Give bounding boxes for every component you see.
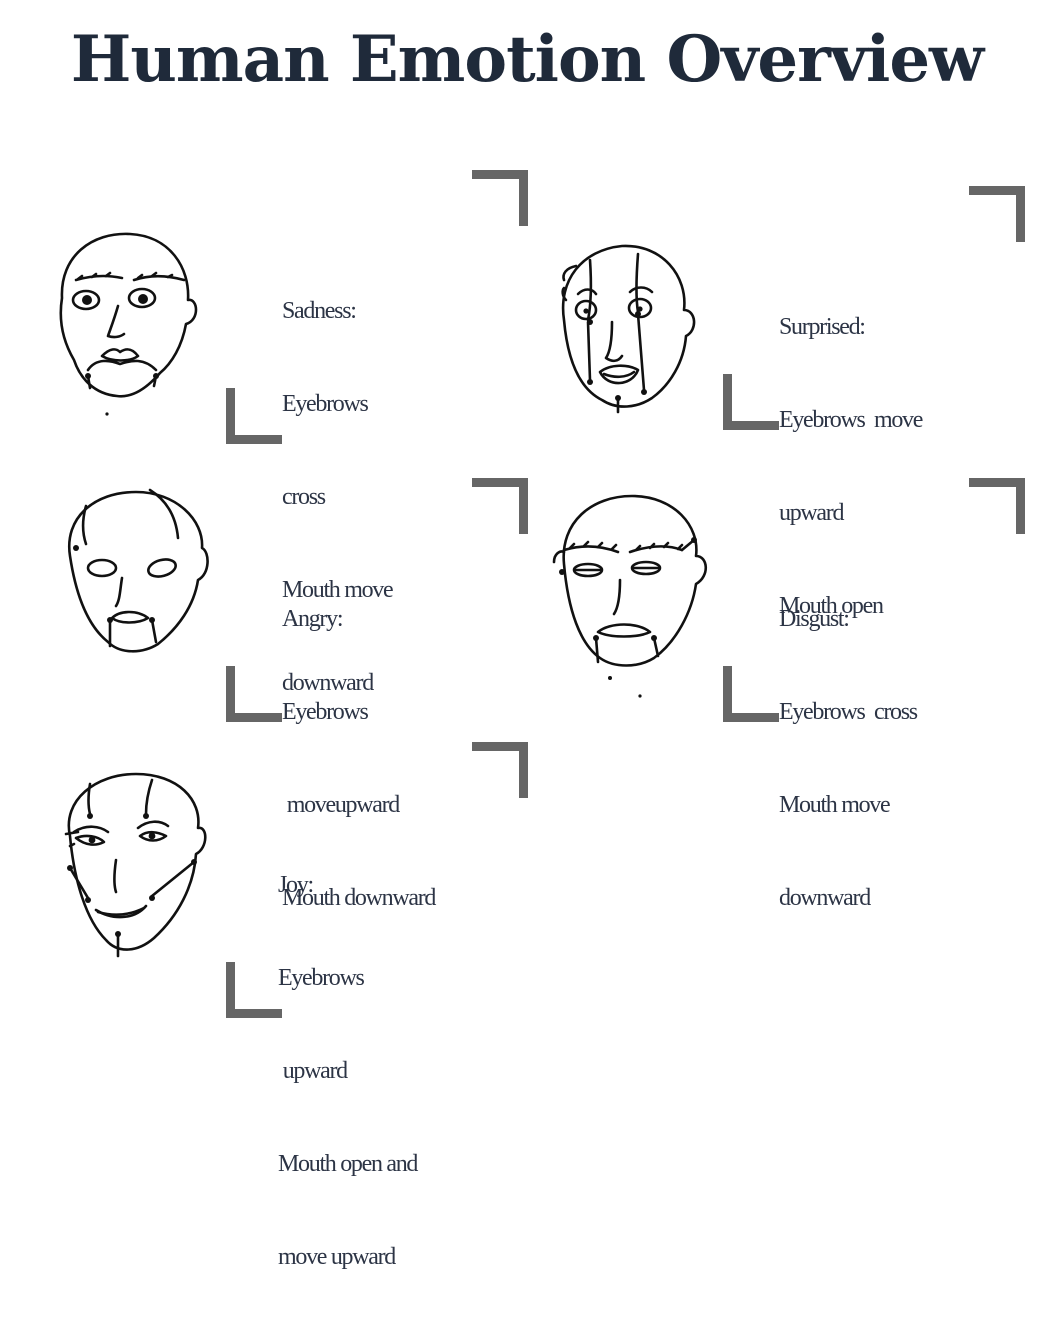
corner-bracket-icon [723,374,779,430]
description-line: Eyebrows [282,391,369,417]
corner-bracket-icon [969,186,1025,242]
disgust-face-icon [550,492,715,698]
description-line: Eyebrows [282,699,369,725]
description-line: Mouth move [282,577,394,603]
description-line: downward [282,670,374,696]
emotion-name: Disgust: [779,606,850,632]
emotion-name: Surprised: [779,314,866,340]
surprised-description: Surprised: Eyebrows move upward Mouth op… [779,250,923,684]
joy-description: Joy: Eyebrows upward Mouth open and move… [278,808,418,1335]
corner-bracket-icon [723,666,779,722]
sadness-description: Sadness: Eyebrows cross Mouth move downw… [282,234,394,761]
surprised-face-icon [552,240,702,415]
description-line: Mouth open and [278,1151,418,1177]
emotion-name: Angry: [282,606,344,632]
angry-description: Angry: Eyebrows moveupward Mouth downwar… [282,542,436,976]
description-line: upward [278,1058,349,1084]
corner-bracket-icon [472,170,528,226]
sadness-face-icon [52,228,202,418]
joy-face-icon [56,770,216,960]
description-line: move upward [278,1244,396,1270]
description-line: Mouth downward [282,885,436,911]
angry-face-icon [58,486,218,661]
description-line: Eyebrows [278,965,365,991]
page-title: Human Emotion Overview [70,22,984,97]
corner-bracket-icon [226,388,282,444]
description-line: moveupward [282,792,401,818]
description-line: Eyebrows cross [779,699,918,725]
corner-bracket-icon [472,742,528,798]
corner-bracket-icon [226,666,282,722]
disgust-description: Disgust: Eyebrows cross Mouth move downw… [779,542,918,976]
description-line: Mouth open [779,593,884,619]
emotion-name: Joy: [278,872,314,898]
description-line: cross [282,484,326,510]
corner-bracket-icon [969,478,1025,534]
description-line: Mouth move [779,792,891,818]
corner-bracket-icon [226,962,282,1018]
description-line: downward [779,885,871,911]
description-line: upward [779,500,844,526]
emotion-name: Sadness: [282,298,357,324]
description-line: Eyebrows move [779,407,923,433]
corner-bracket-icon [472,478,528,534]
